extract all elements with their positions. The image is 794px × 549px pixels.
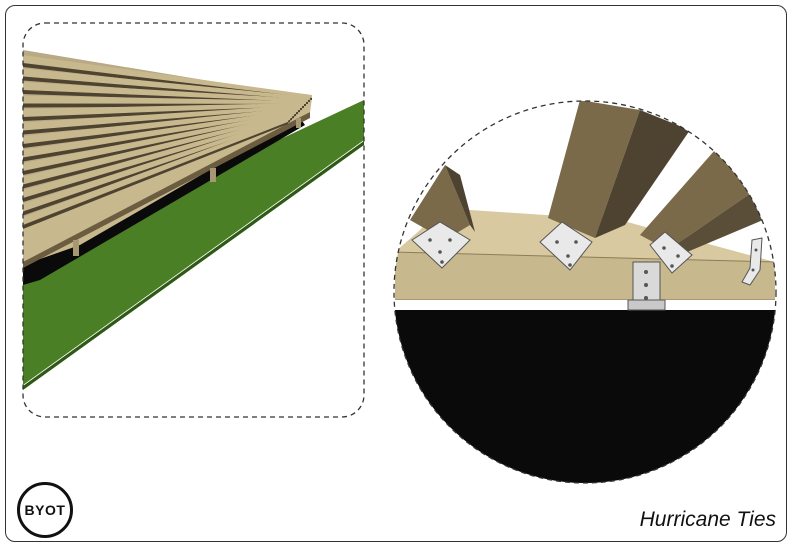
- post-connector: [627, 261, 666, 311]
- joist: [23, 105, 302, 131]
- joist: [23, 55, 312, 98]
- hurricane-tie-center: [539, 221, 593, 271]
- grass-lawn: [23, 100, 364, 385]
- joist: [23, 119, 288, 225]
- joist: [23, 95, 306, 104]
- joist-left: [410, 165, 470, 240]
- figure-frame: [5, 5, 787, 542]
- joist-shadow: [23, 122, 288, 229]
- joist: [23, 68, 310, 100]
- joist: [23, 111, 296, 171]
- detail-panel: [394, 101, 776, 483]
- overview-joists: [23, 55, 312, 229]
- joist: [23, 117, 290, 212]
- overview-border: [22, 22, 365, 418]
- hurricane-tie-left: [411, 221, 471, 269]
- ground-shadow: [23, 118, 305, 285]
- twist-strap: [741, 237, 763, 286]
- joist: [23, 113, 294, 185]
- hurricane-tie-right: [649, 231, 693, 274]
- joist: [23, 107, 300, 144]
- joist: [23, 82, 308, 102]
- joist-center: [548, 101, 640, 238]
- detail-border: [393, 100, 777, 484]
- joist: [23, 103, 304, 117]
- byot-logo: BYOT: [17, 482, 73, 538]
- joist: [23, 109, 298, 158]
- caption-title: Hurricane Ties: [639, 508, 776, 531]
- ground: [394, 310, 776, 483]
- joist: [23, 115, 292, 198]
